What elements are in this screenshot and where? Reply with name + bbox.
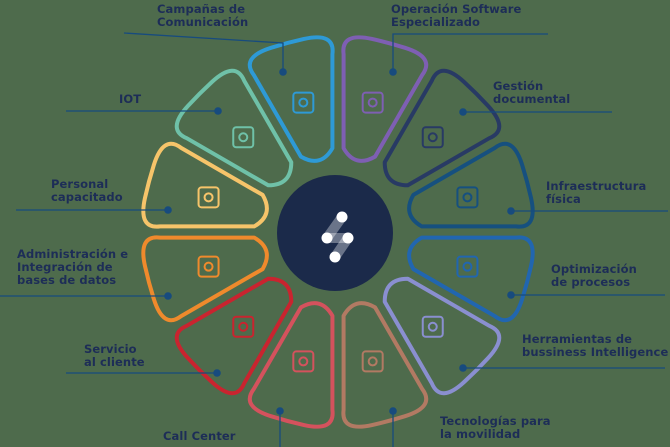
leader-dot bbox=[389, 68, 397, 76]
brand-logo-icon bbox=[321, 211, 354, 263]
label-operacion: Operación Software Especializado bbox=[391, 2, 522, 29]
info-icon bbox=[232, 315, 255, 338]
label-administracion: Administración e Integración de bases de… bbox=[17, 247, 129, 287]
label-iot: IOT bbox=[119, 92, 142, 106]
iot-globe-icon bbox=[232, 126, 255, 149]
leader-line-operacion bbox=[392, 33, 548, 72]
document-icon bbox=[421, 126, 444, 149]
label-infraestructura: Infraestructura física bbox=[546, 179, 647, 206]
segment-administracion bbox=[141, 235, 269, 323]
petal-outline bbox=[407, 235, 535, 323]
leader-dot bbox=[507, 291, 515, 299]
segment-tecnologias bbox=[341, 301, 429, 429]
buildings-icon bbox=[456, 186, 479, 209]
petal-outline bbox=[174, 276, 294, 396]
center-hub bbox=[277, 175, 393, 291]
connected-car-icon bbox=[361, 350, 384, 373]
megaphone-icon bbox=[292, 91, 315, 114]
petal-outline bbox=[141, 235, 269, 323]
petal-outline bbox=[247, 35, 335, 163]
petal-outline bbox=[382, 276, 502, 396]
segment-campanas bbox=[247, 35, 335, 163]
monitor-gear-icon bbox=[361, 91, 384, 114]
headset-icon bbox=[292, 350, 315, 373]
petal-outline bbox=[247, 301, 335, 429]
leader-dot bbox=[164, 206, 172, 214]
label-servicio: Servicio al cliente bbox=[84, 342, 145, 369]
segment-gestion bbox=[382, 68, 502, 188]
petal-outline bbox=[141, 141, 269, 229]
petal-outline bbox=[341, 301, 429, 429]
leader-dot bbox=[279, 68, 287, 76]
label-campanas: Campañas de Comunicación bbox=[157, 2, 249, 29]
segment-iot bbox=[174, 68, 294, 188]
segment-operacion bbox=[341, 35, 429, 163]
leader-dot bbox=[164, 292, 172, 300]
label-optimizacion: Optimización de procesos bbox=[551, 262, 637, 289]
petal-outline bbox=[174, 68, 294, 188]
leader-dot bbox=[507, 207, 515, 215]
leader-dot bbox=[213, 369, 221, 377]
person-shield-icon bbox=[197, 186, 220, 209]
petal-outline bbox=[382, 68, 502, 188]
analytics-magnifier-icon bbox=[421, 315, 444, 338]
gear-check-icon bbox=[456, 255, 479, 278]
segment-infraestructura bbox=[407, 141, 535, 229]
leader-dot bbox=[459, 364, 467, 372]
segment-optimizacion bbox=[407, 235, 535, 323]
segment-callcenter bbox=[247, 301, 335, 429]
petal-outline bbox=[407, 141, 535, 229]
label-herramientas: Herramientas de bussiness Intelligence bbox=[522, 332, 669, 359]
label-personal: Personal capacitado bbox=[51, 177, 123, 204]
server-icon bbox=[197, 255, 220, 278]
leader-line-campanas bbox=[123, 32, 284, 72]
segment-servicio bbox=[174, 276, 294, 396]
leader-dot bbox=[276, 407, 284, 415]
segment-personal bbox=[141, 141, 269, 229]
petal-outline bbox=[341, 35, 429, 163]
segment-herramientas bbox=[382, 276, 502, 396]
leader-dot bbox=[389, 407, 397, 415]
leader-dot bbox=[459, 108, 467, 116]
label-callcenter: Call Center bbox=[163, 429, 236, 443]
label-tecnologias: Tecnologías para la movilidad bbox=[440, 414, 551, 441]
leader-dot bbox=[214, 107, 222, 115]
label-gestion: Gestión documental bbox=[493, 79, 571, 106]
